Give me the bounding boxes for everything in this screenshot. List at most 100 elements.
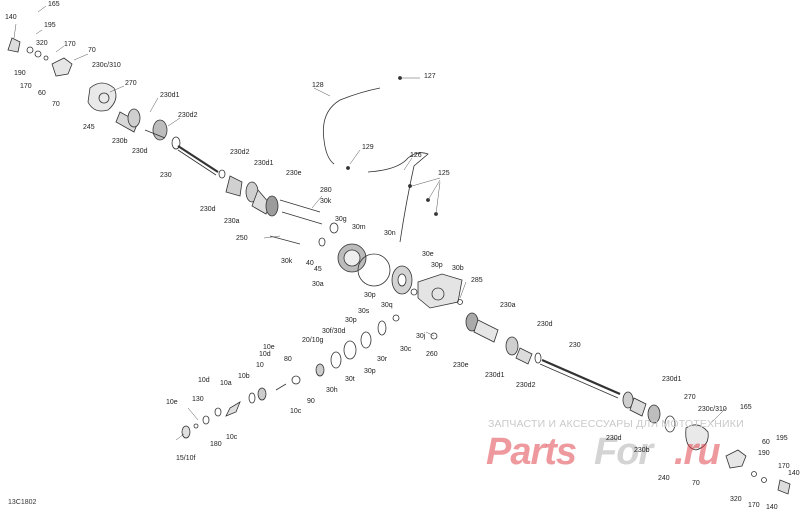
callout: 250 [236, 235, 248, 242]
callout: 230 [160, 172, 172, 179]
callout: 30p [364, 292, 376, 299]
callout: 230d2 [178, 112, 198, 119]
callout: 60 [762, 439, 770, 446]
callout: 230c/310 [92, 62, 121, 69]
callout: 10e [263, 344, 275, 351]
callout: 230d2 [230, 149, 250, 156]
callout: 30s [358, 308, 370, 315]
callout: 10d [259, 351, 271, 358]
callout: 170 [778, 463, 790, 470]
callout: 10d [198, 377, 210, 384]
differential-assembly [269, 199, 463, 377]
callout: 270 [684, 394, 696, 401]
callout: 320 [730, 496, 742, 503]
callout: 60 [38, 90, 46, 97]
callout: 285 [471, 277, 483, 284]
figure-reference: 13C1802 [8, 499, 37, 506]
callout: 30p [364, 368, 376, 375]
callout: 30p [431, 262, 443, 269]
callout: 270 [125, 80, 137, 87]
callout: 230b [634, 447, 650, 454]
callout: 240 [658, 475, 670, 482]
callout: 130 [192, 396, 204, 403]
callout: 165 [48, 1, 60, 8]
callout: 170 [748, 502, 760, 509]
callout: 10 [256, 362, 264, 369]
callout: 140 [788, 470, 800, 477]
callout: 230e [286, 170, 302, 177]
callout: 127 [424, 73, 436, 80]
callout: 140 [5, 14, 17, 21]
callout: 10e [166, 399, 178, 406]
callout: 10b [238, 373, 250, 380]
callout: 230b [112, 138, 128, 145]
callout: 230d1 [160, 92, 180, 99]
callout: 15/10f [176, 455, 196, 462]
callout: 30p [345, 317, 357, 324]
svg-text:For: For [594, 431, 655, 473]
callout: 320 [36, 40, 48, 47]
callout: 230d [200, 206, 216, 213]
callout: 10c [226, 434, 238, 441]
callout: 30r [377, 356, 388, 363]
partsfor-logo: Parts For .ru [486, 431, 721, 473]
svg-text:Parts: Parts [486, 431, 576, 473]
callout: 195 [44, 22, 56, 29]
callout: 30c [400, 346, 412, 353]
callout: 170 [20, 83, 32, 90]
callout: 45 [314, 266, 322, 273]
callout: 30j [416, 333, 426, 340]
callout: 30a [312, 281, 324, 288]
callout: 230d2 [516, 382, 536, 389]
callout: 10c [290, 408, 302, 415]
callout: 230d [606, 435, 622, 442]
callout: 125 [438, 170, 450, 177]
callout: 180 [210, 441, 222, 448]
rear-drive-shaft-assembly [465, 312, 791, 495]
callout: 230d [537, 321, 553, 328]
callout: 260 [426, 351, 438, 358]
callout: 140 [766, 504, 778, 511]
leader-lines [13, 5, 727, 441]
callout: 230d1 [662, 376, 682, 383]
callout: 230e [453, 362, 469, 369]
callout: 230 [569, 342, 581, 349]
callout: 30f/30d [322, 328, 346, 335]
callout: 230d1 [485, 372, 505, 379]
callout: 30t [345, 376, 355, 383]
callout: 20/10g [302, 337, 324, 344]
callout: 30k [281, 258, 293, 265]
callout: 190 [758, 450, 770, 457]
callout: 80 [284, 356, 292, 363]
callout: 70 [692, 480, 700, 487]
callout: 30m [352, 224, 366, 231]
callout: 40 [306, 260, 314, 267]
callout: 126 [410, 152, 422, 159]
callout: 245 [83, 124, 95, 131]
control-cable [322, 76, 438, 243]
callout: 195 [776, 435, 788, 442]
callout: 30e [422, 251, 434, 258]
callout: 129 [362, 144, 374, 151]
callout: 230a [500, 302, 516, 309]
callout: 230a [224, 218, 240, 225]
front-drive-shaft-assembly [7, 37, 279, 217]
callout: 280 [320, 187, 332, 194]
callout: 70 [52, 101, 60, 108]
callout: 128 [312, 82, 324, 89]
callout: 165 [740, 404, 752, 411]
callout: 230d1 [254, 160, 274, 167]
callout: 230d [132, 148, 148, 155]
callout: 30n [384, 230, 396, 237]
callout: 190 [14, 70, 26, 77]
callout: 70 [88, 47, 96, 54]
callout: 30h [326, 387, 338, 394]
callout: 30k [320, 198, 332, 205]
left-half-shaft-assembly [181, 375, 301, 439]
callout: 30q [381, 302, 393, 309]
callout: 30g [335, 216, 347, 223]
watermark-text: ЗАПЧАСТИ И АКСЕССУАРЫ ДЛЯ МОТОТЕХНИКИ [488, 418, 744, 430]
callout: 90 [307, 398, 315, 405]
